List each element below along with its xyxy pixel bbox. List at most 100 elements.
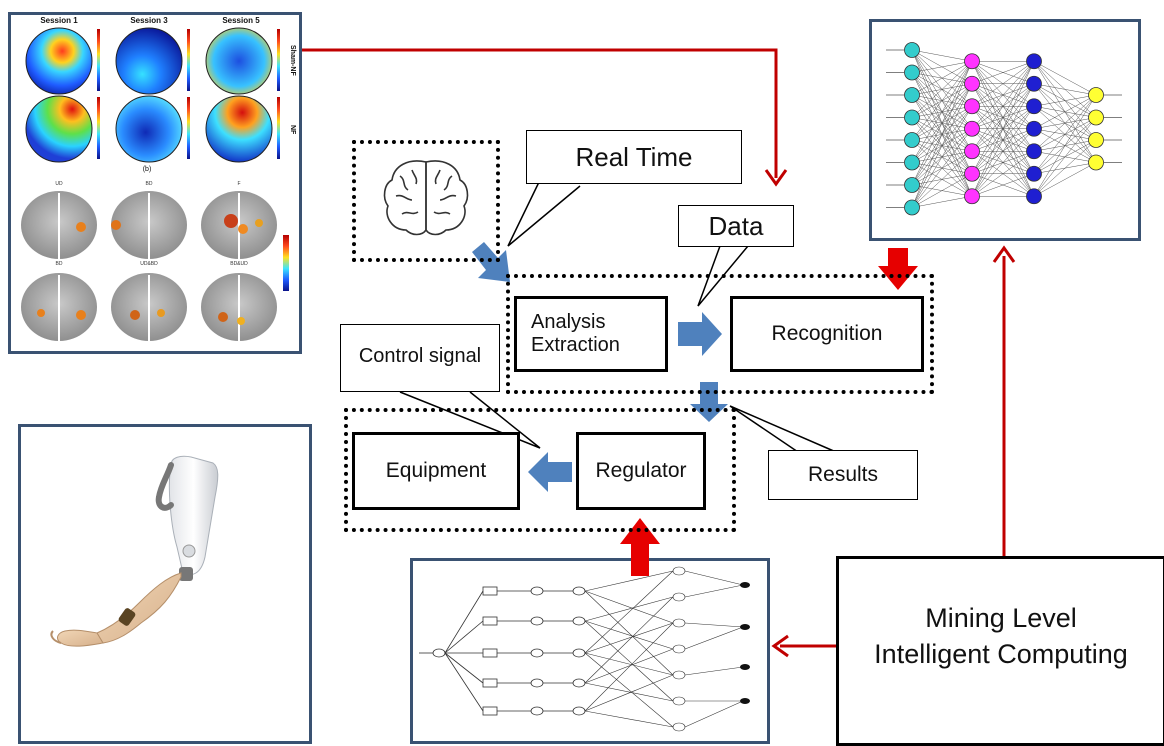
nn-connection (1033, 83, 1097, 96)
brain-icon (383, 160, 469, 236)
row-label: Sham-NF (289, 45, 296, 76)
red-block-arrow-up (620, 518, 660, 576)
nn-connection (1033, 94, 1097, 152)
red-block-arrow-down (878, 248, 918, 290)
nn-connection (911, 83, 973, 208)
nn-connection (971, 173, 1035, 197)
brain-label: F (237, 181, 240, 187)
computing-line2: Intelligent Computing (874, 639, 1128, 669)
nn-connection (1033, 139, 1097, 197)
callout-control-signal: Control signal (340, 324, 500, 392)
nn-connection (911, 61, 973, 208)
brain-label: BD (146, 181, 153, 187)
nn-connection (971, 61, 1035, 152)
prosthetic-arm-panel (18, 424, 312, 744)
topomap (115, 27, 183, 95)
nn-connection (911, 61, 973, 118)
eeg-topography-figure: Session 1 Session 3 Session 5 Sham-NF NF… (21, 16, 296, 341)
colorbar (277, 29, 280, 91)
nn-connection (911, 61, 973, 141)
red-arrowhead (992, 245, 1016, 263)
topomap (115, 95, 183, 163)
nn-connection (971, 61, 1035, 107)
nn-connection (1033, 162, 1097, 197)
blue-arrow-brain-to-analysis (472, 242, 510, 282)
topomap (205, 27, 273, 95)
colorbar (187, 97, 190, 159)
blue-arrow-recognition-down (690, 382, 728, 422)
input-node (904, 132, 920, 148)
callout-results: Results (768, 450, 918, 500)
neural-network-diagram (886, 42, 1122, 216)
computing-line1: Mining Level (925, 603, 1077, 633)
nn-connection (911, 49, 973, 62)
nn-connection (911, 106, 973, 208)
nn-connection (911, 61, 973, 73)
nn-connection (971, 61, 1035, 197)
nn-connection (1033, 94, 1097, 197)
neural-network-panel (869, 19, 1141, 241)
session-label: Session 3 (130, 16, 168, 25)
hidden-node (964, 143, 980, 160)
nn-connection (1033, 94, 1097, 174)
hidden-node (964, 188, 980, 205)
brain-label: UD&BD (140, 261, 158, 267)
callout-results-label: Results (807, 463, 879, 486)
fuzzy-network-diagram (419, 566, 750, 732)
analysis-extraction-block: Analysis Extraction (514, 296, 668, 372)
colorbar (277, 97, 280, 159)
brain-label: UD (55, 181, 63, 187)
callout-pointer-real-time (507, 179, 581, 247)
subfigure-label: (b) (143, 166, 152, 173)
nn-connection (1033, 94, 1097, 107)
activation-colorbar (283, 235, 289, 291)
eeg-topography-panel: Session 1 Session 3 Session 5 Sham-NF NF… (8, 12, 302, 354)
fuzzy-network-panel (410, 558, 770, 744)
hidden-node (1026, 188, 1042, 205)
callout-real-time: Real Time (526, 130, 742, 184)
recognition-label: Recognition (771, 322, 883, 345)
extraction-label: Extraction (531, 334, 620, 356)
callout-data: Data (678, 205, 794, 247)
brain-label: BD (56, 261, 63, 267)
analysis-label: Analysis (531, 311, 606, 333)
nn-connection (1033, 61, 1097, 96)
brain-input-frame (352, 140, 500, 262)
prosthetic-arm-image (50, 455, 219, 647)
colorbar (187, 29, 190, 91)
hidden-node (964, 165, 980, 182)
control-frame (344, 408, 736, 532)
hidden-node (964, 53, 980, 70)
input-node (904, 64, 920, 81)
nn-connection (911, 61, 973, 163)
regulator-label: Regulator (595, 459, 687, 482)
nn-connection (971, 151, 1035, 197)
colorbar (97, 29, 100, 91)
nn-connection (971, 128, 1035, 197)
regulator-block: Regulator (576, 432, 706, 510)
input-node (904, 42, 920, 58)
hidden-node (1026, 143, 1042, 160)
nn-connection (971, 106, 1035, 197)
hidden-node (964, 75, 980, 92)
blue-arrow-regulator-to-equipment (528, 452, 572, 492)
nn-connection (911, 61, 973, 96)
hidden-node (1026, 75, 1042, 92)
nn-connection (1033, 117, 1097, 197)
hidden-node (1026, 165, 1042, 182)
nn-connection (911, 128, 973, 208)
input-node (904, 87, 920, 103)
nn-connection (1033, 94, 1097, 129)
red-arrowhead (764, 169, 788, 187)
colorbar (97, 97, 100, 159)
topomap (25, 95, 93, 163)
nn-connection (911, 151, 973, 208)
hidden-node (1026, 120, 1042, 137)
topomap (205, 95, 273, 163)
callout-pointer-results (729, 405, 837, 453)
topomap (25, 27, 93, 95)
callout-real-time-label: Real Time (575, 141, 693, 172)
nn-connection (971, 83, 1035, 197)
input-node (904, 109, 920, 126)
nn-connection (911, 173, 973, 208)
